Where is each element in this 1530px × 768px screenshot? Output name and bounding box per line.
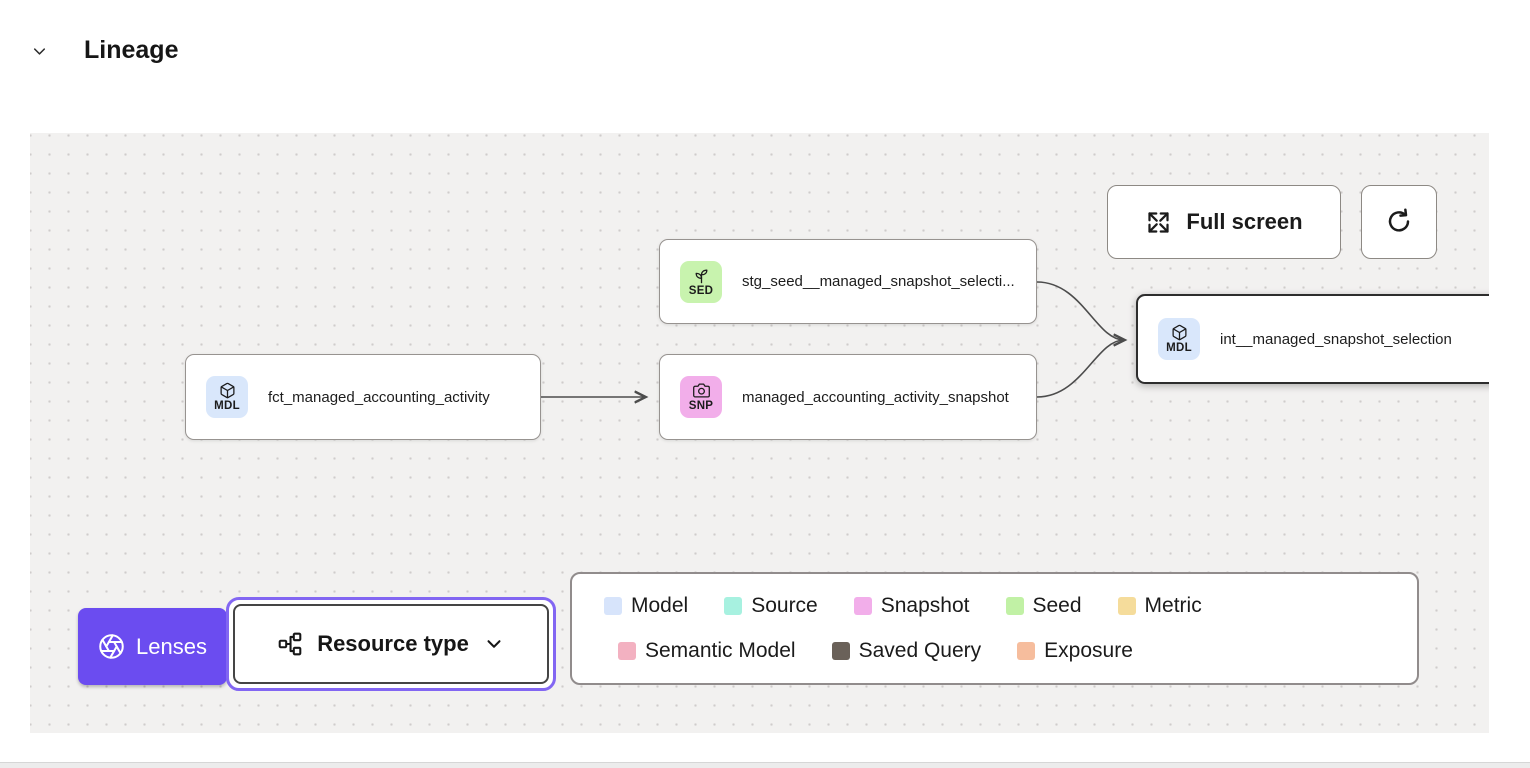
semantic-model-swatch [618,642,636,660]
seed-swatch [1005,597,1024,615]
full-screen-label: Full screen [1186,209,1303,234]
node-label: fct_managed_accounting_activity [268,388,490,406]
node-label: managed_accounting_activity_snapshot [742,388,1009,406]
model-swatch [604,597,622,615]
exposure-swatch [1017,642,1036,660]
resource-type-focus-ring: Resource type [226,597,556,691]
full-screen-button[interactable]: Full screen [1107,185,1341,259]
sprout-icon [695,269,707,283]
seed-badge: SED [680,260,722,303]
lineage-node-model-int-selected[interactable]: MDL int__managed_snapshot_selection [1136,294,1489,384]
chevron-down-icon [33,47,45,55]
node-label: stg_seed__managed_snapshot_selecti... [742,273,1015,290]
legend-item: Semantic Model [618,639,796,663]
lineage-section-header: Lineage [0,0,1530,110]
legend-item: Snapshot [853,594,970,618]
legend-label: Metric [1144,594,1202,617]
camera-icon [692,383,710,398]
legend-item: Metric [1117,594,1202,618]
page-title: Lineage [84,36,179,64]
lineage-node-seed[interactable]: SED stg_seed__managed_snapshot_selecti..… [659,239,1037,324]
legend-row: Semantic Model Saved Query Exposure [618,639,1417,663]
lineage-node-snapshot[interactable]: SNP managed_accounting_activity_snapshot [659,354,1037,440]
legend-row: Model Source Snapshot Seed Metric [604,594,1417,618]
cube-icon [1171,324,1187,341]
source-swatch [724,597,743,615]
badge-code: SNP [688,400,714,412]
snapshot-badge: SNP [680,376,722,418]
badge-code: SED [688,284,714,297]
legend-label: Source [751,594,818,617]
bottom-divider [0,762,1530,768]
refresh-icon [1388,208,1410,232]
lenses-label: Lenses [136,633,207,659]
legend-item: Source [724,594,818,618]
legend-item: Saved Query [831,639,982,663]
lineage-canvas[interactable]: Full screen SED stg_seed__managed_snapsh… [30,133,1489,733]
saved-query-swatch [831,642,850,660]
resource-type-dropdown[interactable]: Resource type [233,604,549,684]
legend-item: Exposure [1017,639,1133,663]
expand-arrows-icon [1148,211,1170,233]
hierarchy-icon [278,632,302,656]
refresh-button[interactable] [1361,185,1437,259]
legend-label: Saved Query [858,639,982,662]
aperture-icon [99,634,124,659]
chevron-down-icon [487,640,501,648]
badge-code: MDL [1166,342,1192,354]
legend-item: Model [604,594,688,618]
collapse-section-button[interactable] [26,38,52,64]
legend-label: Snapshot [880,594,970,617]
legend-label: Semantic Model [645,639,796,662]
metric-swatch [1117,597,1136,615]
lenses-button[interactable]: Lenses [78,608,227,685]
node-label: int__managed_snapshot_selection [1220,330,1452,348]
model-badge: MDL [206,376,248,418]
legend-label: Model [631,594,689,617]
cube-icon [219,382,235,399]
legend-item: Seed [1005,594,1082,618]
resource-type-label: Resource type [317,631,469,656]
snapshot-swatch [853,597,872,615]
legend-label: Exposure [1044,639,1133,662]
badge-code: MDL [214,400,240,412]
legend-label: Seed [1032,594,1082,617]
resource-type-legend: Model Source Snapshot Seed Metric Semant… [570,572,1419,685]
model-badge: MDL [1158,318,1200,360]
lineage-node-model-fct[interactable]: MDL fct_managed_accounting_activity [185,354,541,440]
